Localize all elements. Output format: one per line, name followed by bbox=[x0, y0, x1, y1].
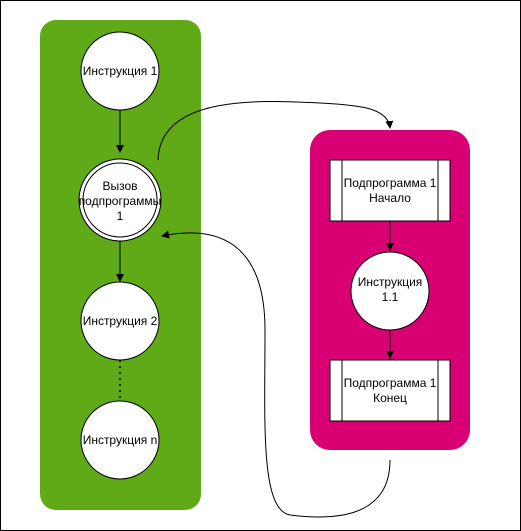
node-instruction-2: Инструкция 2 bbox=[80, 281, 160, 361]
node-subprogram-start-line2: Начало bbox=[369, 191, 411, 205]
node-call-label-line2: подпрограммы bbox=[79, 194, 162, 208]
node-subprogram-end-line1: Подпрограмма 1 bbox=[344, 376, 437, 390]
node-subprogram-start-line1: Подпрограмма 1 bbox=[344, 176, 437, 190]
node-instruction-1-label: Инструкция 1 bbox=[83, 64, 158, 78]
node-instruction-2-label: Инструкция 2 bbox=[83, 314, 158, 328]
node-call-subprogram: Вызов подпрограммы 1 bbox=[78, 158, 162, 242]
node-subprogram-end: Подпрограмма 1 Конец bbox=[329, 359, 451, 422]
node-instruction-1-1: Инструкция 1.1 bbox=[350, 251, 430, 331]
node-instruction-n-label: Инструкция n bbox=[83, 433, 158, 447]
node-subprogram-end-line2: Конец bbox=[373, 391, 407, 405]
node-instruction-1-1-line1: Инструкция bbox=[358, 275, 423, 289]
node-instruction-1-1-line2: 1.1 bbox=[382, 290, 399, 304]
node-instruction-n: Инструкция n bbox=[80, 400, 160, 480]
edge-return-to-call bbox=[161, 230, 391, 518]
node-instruction-1: Инструкция 1 bbox=[80, 31, 160, 111]
edge-call-to-subprogram bbox=[157, 101, 394, 161]
node-call-label-line1: Вызов bbox=[102, 179, 137, 193]
node-call-label-line3: 1 bbox=[117, 209, 124, 223]
node-subprogram-start: Подпрограмма 1 Начало bbox=[329, 159, 451, 222]
